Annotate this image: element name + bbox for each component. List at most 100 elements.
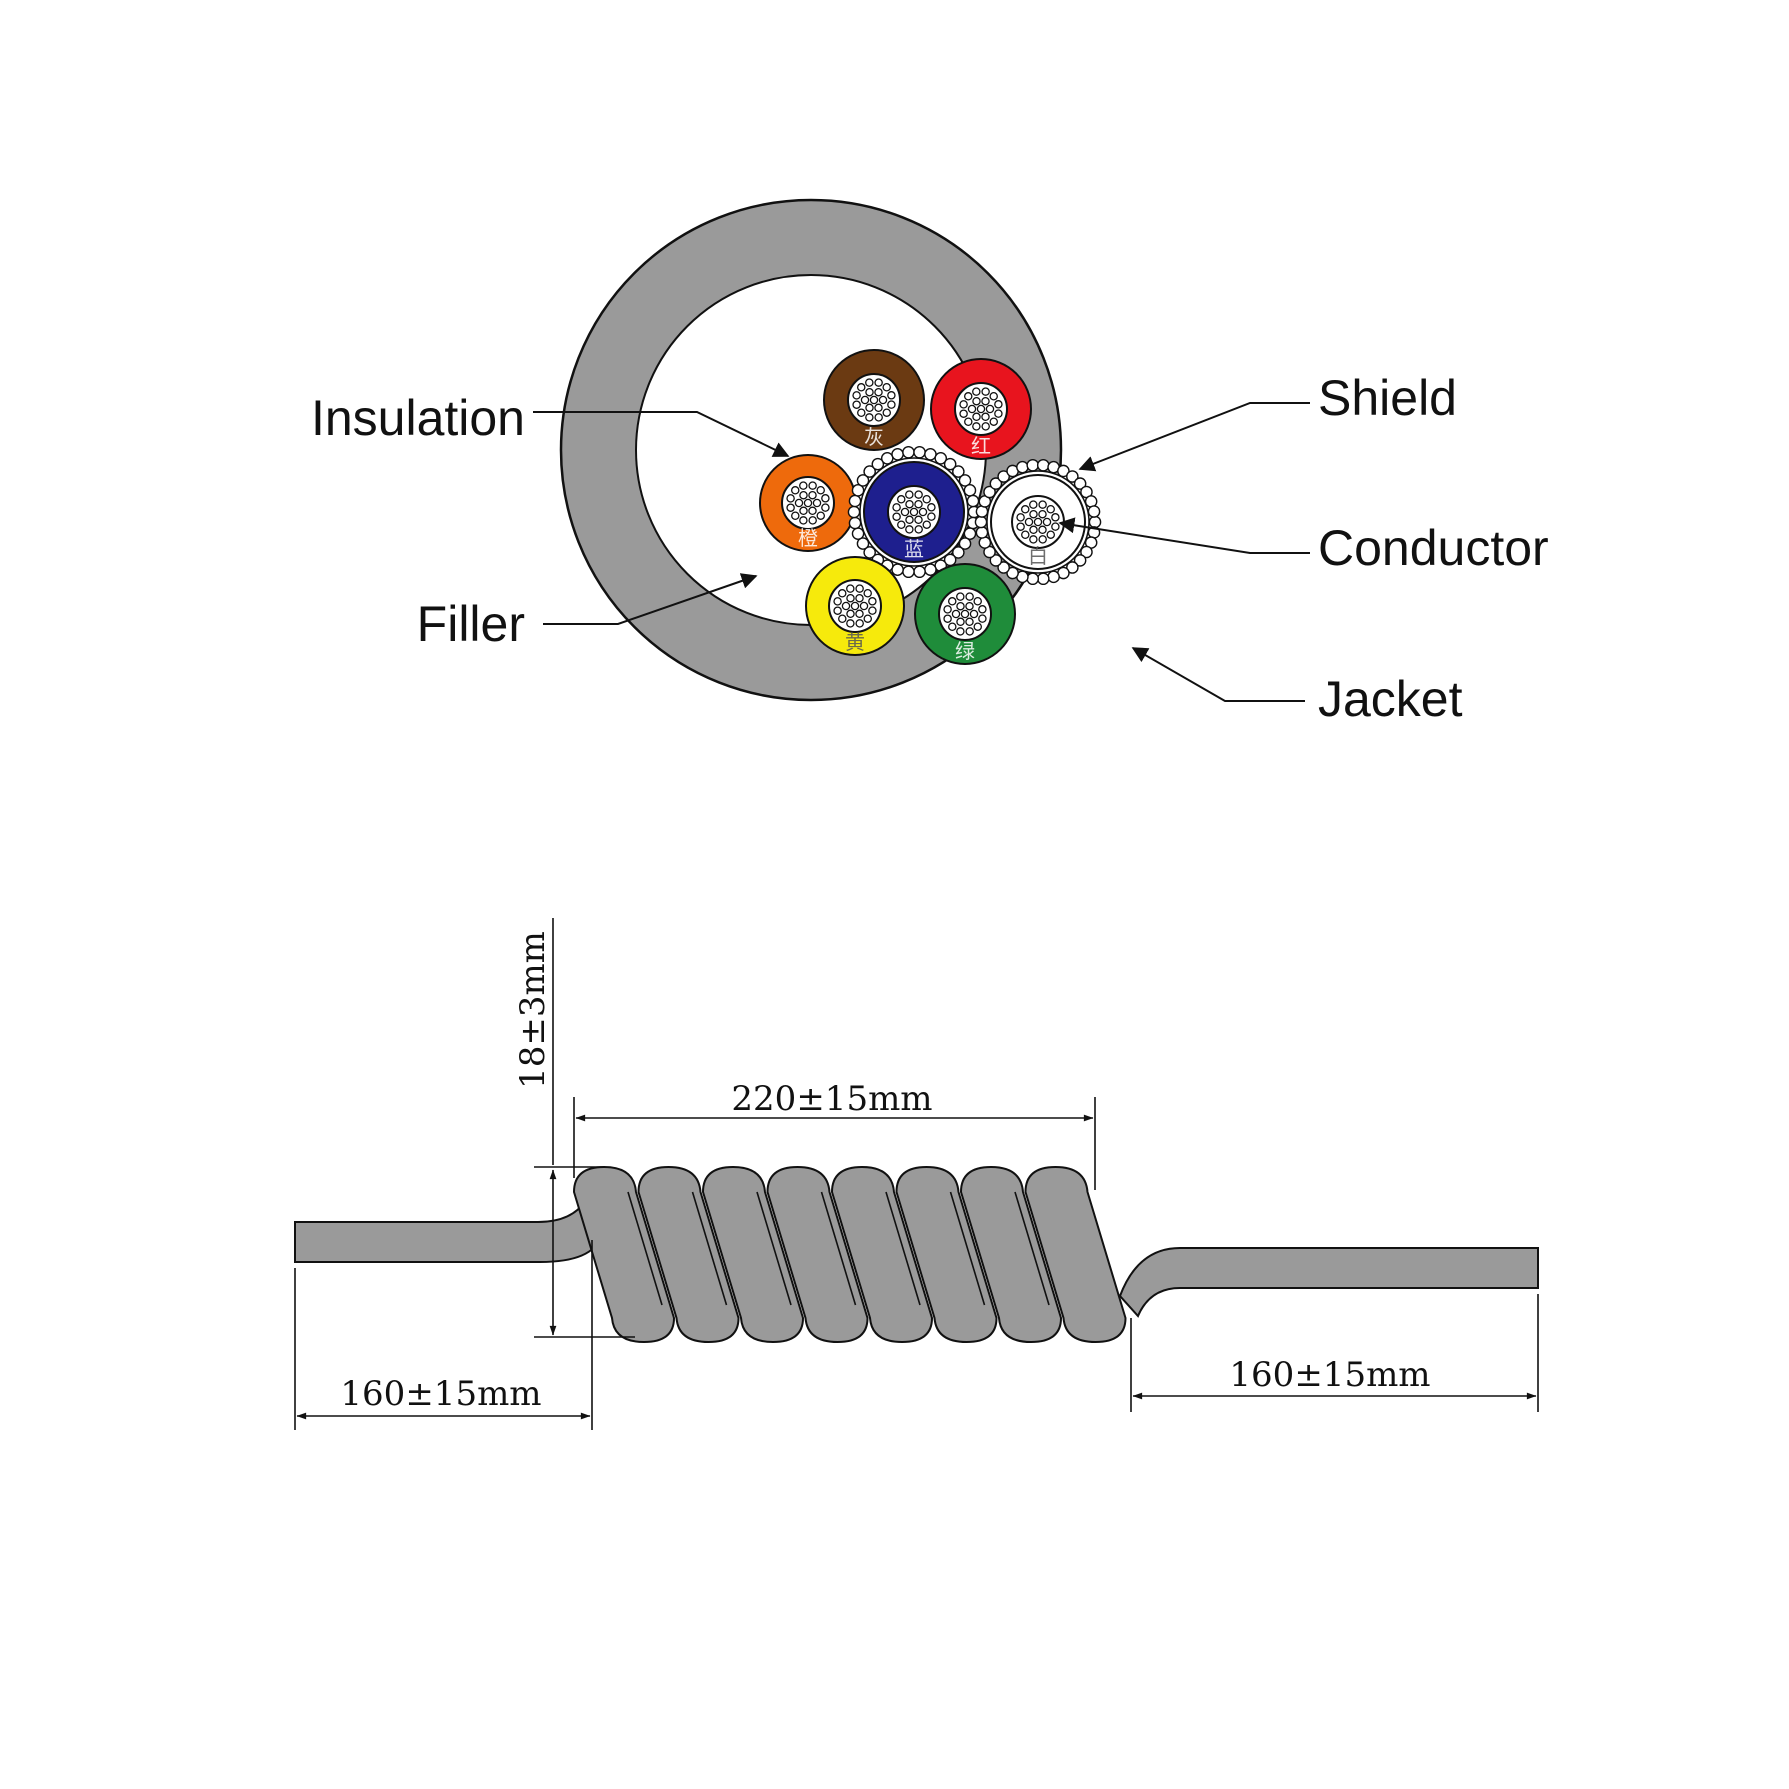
conductor-strand — [816, 485, 825, 495]
conductor-strand — [821, 503, 830, 512]
conductor-strand — [887, 391, 896, 400]
conductor-strand — [1016, 513, 1025, 522]
conductor-strand — [965, 601, 974, 611]
coil-highlight — [949, 1191, 986, 1306]
shield-strand — [963, 527, 977, 540]
shield-strand — [891, 447, 904, 461]
coil-turn — [572, 1165, 676, 1344]
callout-leaders — [533, 402, 1310, 702]
filler-label: Filler — [417, 596, 525, 652]
conductor-strand — [794, 498, 804, 508]
core-red: 红 — [930, 358, 1032, 460]
conductor-leader — [1058, 517, 1310, 554]
shield-strand — [1016, 460, 1029, 474]
conductor-strand — [869, 395, 879, 405]
conductor-strand — [855, 584, 864, 593]
shield-leader — [1078, 402, 1310, 472]
conductor-strand — [900, 507, 910, 517]
conductor-strand — [927, 503, 936, 512]
jacket-leader — [1131, 647, 1305, 702]
conductor-strand — [981, 396, 990, 406]
conductor-strand — [994, 409, 1003, 418]
conductor-strand — [981, 412, 990, 422]
conductor-strand — [865, 378, 874, 387]
conductor-strand — [791, 511, 800, 521]
conductor-strand — [973, 596, 982, 606]
conductor-strand — [956, 592, 965, 601]
conductor-strand — [833, 606, 842, 615]
conductor-strand — [816, 511, 826, 520]
conductor-strand — [989, 417, 999, 426]
shield-strand — [997, 561, 1010, 574]
conductor-strand — [978, 605, 987, 614]
shield-label: Shield — [1318, 370, 1457, 426]
conductor-strand — [833, 597, 842, 606]
coil-drawing — [294, 1165, 1539, 1344]
conductor-strand — [846, 609, 855, 619]
coil-length-label: 220±15mm — [731, 1079, 932, 1119]
shield-strand — [943, 457, 957, 471]
conductor-strand — [882, 408, 892, 417]
shield-strand — [989, 554, 1003, 567]
conductor-strand — [808, 516, 817, 525]
coil-turn — [959, 1165, 1063, 1344]
shield-strand — [1036, 458, 1050, 472]
shield-strand — [958, 474, 972, 487]
shield-strand — [952, 546, 965, 559]
conductor-strand — [959, 400, 968, 409]
jacket-label: Jacket — [1318, 671, 1463, 727]
left-tail — [294, 1197, 603, 1263]
coil-turn — [637, 1165, 740, 1344]
conductor-strand — [865, 403, 874, 413]
shield-strand — [863, 465, 876, 478]
conductor-strand — [808, 481, 817, 490]
coil-turns — [572, 1165, 1127, 1344]
core-white: 白 — [974, 458, 1102, 586]
shield-strand — [1088, 515, 1102, 529]
cross-section: 灰红橙蓝白黄绿 — [559, 198, 1102, 702]
conductor-strand — [956, 601, 965, 611]
conductor-strand — [1038, 525, 1047, 535]
conductor-strand — [964, 417, 973, 427]
shield-strand — [902, 565, 915, 579]
conductor-strand — [976, 404, 986, 414]
shield-strand — [952, 465, 965, 478]
coil-turn — [830, 1165, 934, 1344]
conductor-strand — [1038, 500, 1047, 509]
conductor-strand — [799, 506, 808, 516]
conductor-strand — [865, 413, 874, 422]
shield-strand — [1066, 561, 1079, 574]
conductor-strand — [959, 409, 968, 418]
shield-strand — [1036, 572, 1050, 586]
shield-strand — [1006, 566, 1019, 580]
coil-turn — [895, 1165, 998, 1344]
shield-strand — [1057, 464, 1070, 478]
shield-strand — [1073, 477, 1087, 490]
conductor-strand — [972, 422, 981, 431]
conductor-strand — [948, 622, 957, 632]
conductor-strand — [896, 495, 906, 504]
conductor-strand — [860, 395, 870, 405]
conductor-strand — [874, 403, 883, 413]
conductor-strand — [972, 412, 981, 422]
conductor-strand — [905, 490, 914, 499]
conductor-strand — [956, 617, 965, 627]
conductor-strand — [855, 619, 864, 628]
shield-strand — [924, 447, 937, 461]
conductor-strand — [1046, 530, 1056, 539]
shield-strand — [1073, 554, 1087, 567]
conductor-strand — [965, 627, 974, 636]
conductor-strand — [837, 589, 847, 598]
conductor-strand — [859, 601, 869, 611]
conductor-strand — [855, 593, 864, 603]
conductor-strand — [905, 525, 914, 534]
conductor-strand — [972, 387, 981, 396]
shield-strand — [871, 457, 885, 471]
conductor-strand — [874, 378, 883, 387]
shield-strand — [856, 474, 870, 487]
shield-strand — [847, 505, 861, 519]
conductor-strand — [786, 503, 795, 512]
core-mark-yellow: 黄 — [845, 630, 865, 654]
conductor-strand — [927, 512, 936, 521]
